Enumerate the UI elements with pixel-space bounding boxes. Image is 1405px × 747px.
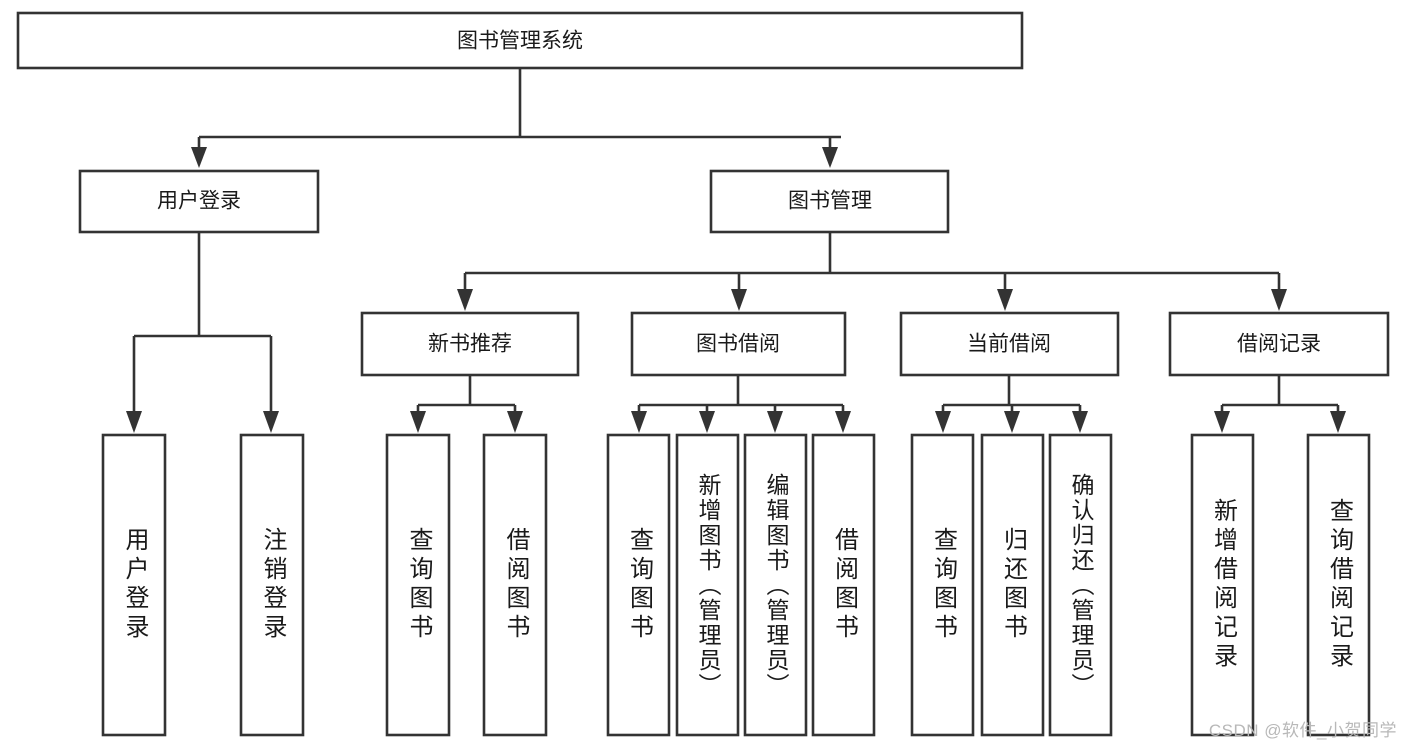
leaf-edit-book-box <box>743 433 808 737</box>
leaf-confirm-return-box <box>1048 433 1113 737</box>
leaf-confirm-return[interactable]: 确认归还（管理员） <box>1048 433 1113 737</box>
leaf-query-book-3-box <box>910 433 975 737</box>
arrow-current-l2 <box>1004 411 1020 433</box>
leaf-add-book-label: 新增图书（管理员） <box>695 472 721 698</box>
arrow-bm-c4 <box>1271 289 1287 311</box>
node-book-management[interactable]: 图书管理 <box>709 169 950 234</box>
leaf-logout-label: 注销登录 <box>259 527 286 643</box>
leaf-logout[interactable]: 注销登录 <box>239 433 305 737</box>
node-root-label: 图书管理系统 <box>457 30 583 53</box>
leaf-query-borrow-record-box <box>1306 433 1371 737</box>
leaf-add-borrow-record-box <box>1190 433 1255 737</box>
leaf-add-book-box <box>675 433 740 737</box>
leaf-logout-text-wrap: 注销登录 <box>259 527 286 643</box>
arrow-newbook-l2 <box>507 411 523 433</box>
node-current-borrow-label: 当前借阅 <box>967 333 1051 356</box>
leaf-add-book-text-wrap: 新增图书（管理员） <box>695 472 721 698</box>
arrow-bm-c2 <box>731 289 747 311</box>
leaf-logout-box <box>239 433 305 737</box>
leaf-borrow-book-2-text-wrap: 借阅图书 <box>830 527 858 643</box>
leaf-user-login[interactable]: 用户登录 <box>101 433 167 737</box>
leaf-query-book-2-box <box>606 433 671 737</box>
node-current-borrow-box <box>899 311 1120 377</box>
arrow-current-l3 <box>1072 411 1088 433</box>
leaf-add-book[interactable]: 新增图书（管理员） <box>675 433 740 737</box>
leaf-return-book-text-wrap: 归还图书 <box>999 527 1027 643</box>
arrow-bm-c1 <box>457 289 473 311</box>
leaf-query-book-2-label: 查询图书 <box>625 527 653 643</box>
leaf-return-book-box <box>980 433 1045 737</box>
leaf-add-borrow-record-label: 新增借阅记录 <box>1209 498 1237 672</box>
leaf-query-book-3-text-wrap: 查询图书 <box>929 527 957 643</box>
node-root-box <box>16 11 1024 70</box>
node-root-system[interactable]: 图书管理系统 <box>16 11 1024 70</box>
arrow-record-l1 <box>1214 411 1230 433</box>
node-borrow-record-box <box>1168 311 1390 377</box>
leaf-borrow-book-1-label: 借阅图书 <box>502 527 529 643</box>
node-user-login-box <box>78 169 320 234</box>
leaf-borrow-book-2[interactable]: 借阅图书 <box>811 433 876 737</box>
leaf-query-book-1-text-wrap: 查询图书 <box>405 527 432 643</box>
leaf-user-login-text-wrap: 用户登录 <box>121 527 148 643</box>
arrow-borrow-l4 <box>835 411 851 433</box>
node-user-login-label: 用户登录 <box>157 190 241 213</box>
node-book-management-label: 图书管理 <box>788 190 872 213</box>
arrow-borrow-l3 <box>767 411 783 433</box>
arrow-borrow-l2 <box>699 411 715 433</box>
leaf-borrow-book-1-text-wrap: 借阅图书 <box>502 527 529 643</box>
csdn-watermark: CSDN @软件_小贺同学 <box>1208 721 1397 740</box>
arrow-root-to-login <box>191 147 207 168</box>
leaf-query-borrow-record[interactable]: 查询借阅记录 <box>1306 433 1371 737</box>
arrow-current-l1 <box>935 411 951 433</box>
leaf-borrow-book-1[interactable]: 借阅图书 <box>482 433 548 737</box>
leaf-edit-book-label: 编辑图书（管理员） <box>763 472 789 698</box>
leaf-query-book-2[interactable]: 查询图书 <box>606 433 671 737</box>
leaf-query-borrow-record-label: 查询借阅记录 <box>1325 498 1353 672</box>
node-book-management-box <box>709 169 950 234</box>
node-user-login[interactable]: 用户登录 <box>78 169 320 234</box>
arrow-login-l2 <box>263 411 279 433</box>
arrow-record-l2 <box>1330 411 1346 433</box>
arrow-bm-c3 <box>997 289 1013 311</box>
node-borrow-record-label: 借阅记录 <box>1237 333 1321 356</box>
node-book-borrow-box <box>630 311 847 377</box>
leaf-query-book-1-label: 查询图书 <box>405 527 432 643</box>
leaf-query-book-1[interactable]: 查询图书 <box>385 433 451 737</box>
arrow-borrow-l1 <box>631 411 647 433</box>
leaf-query-book-1-box <box>385 433 451 737</box>
leaf-return-book[interactable]: 归还图书 <box>980 433 1045 737</box>
arrow-login-l1 <box>126 411 142 433</box>
node-new-book-recommend-label: 新书推荐 <box>428 333 512 356</box>
node-book-borrow-label: 图书借阅 <box>696 333 780 356</box>
leaf-add-borrow-record[interactable]: 新增借阅记录 <box>1190 433 1255 737</box>
leaf-query-book-3-label: 查询图书 <box>929 527 957 643</box>
leaf-user-login-box <box>101 433 167 737</box>
leaf-edit-book[interactable]: 编辑图书（管理员） <box>743 433 808 737</box>
leaf-query-book-3[interactable]: 查询图书 <box>910 433 975 737</box>
arrow-root-to-bookmgmt <box>822 147 838 168</box>
node-new-book-recommend[interactable]: 新书推荐 <box>360 311 580 377</box>
arrow-newbook-l1 <box>410 411 426 433</box>
leaf-query-book-2-text-wrap: 查询图书 <box>625 527 653 643</box>
node-new-book-recommend-box <box>360 311 580 377</box>
leaf-borrow-book-2-label: 借阅图书 <box>830 527 858 643</box>
leaf-user-login-label: 用户登录 <box>121 527 148 643</box>
node-current-borrow[interactable]: 当前借阅 <box>899 311 1120 377</box>
leaf-borrow-book-1-box <box>482 433 548 737</box>
node-borrow-record[interactable]: 借阅记录 <box>1168 311 1390 377</box>
leaf-edit-book-text-wrap: 编辑图书（管理员） <box>763 472 789 698</box>
leaf-return-book-label: 归还图书 <box>999 527 1027 643</box>
leaf-borrow-book-2-box <box>811 433 876 737</box>
leaf-query-borrow-record-text-wrap: 查询借阅记录 <box>1325 498 1353 672</box>
edges-group <box>126 68 1346 433</box>
leaf-confirm-return-text-wrap: 确认归还（管理员） <box>1068 472 1094 698</box>
leaf-add-borrow-record-text-wrap: 新增借阅记录 <box>1209 498 1237 672</box>
leaf-confirm-return-label: 确认归还（管理员） <box>1068 472 1094 698</box>
node-book-borrow[interactable]: 图书借阅 <box>630 311 847 377</box>
